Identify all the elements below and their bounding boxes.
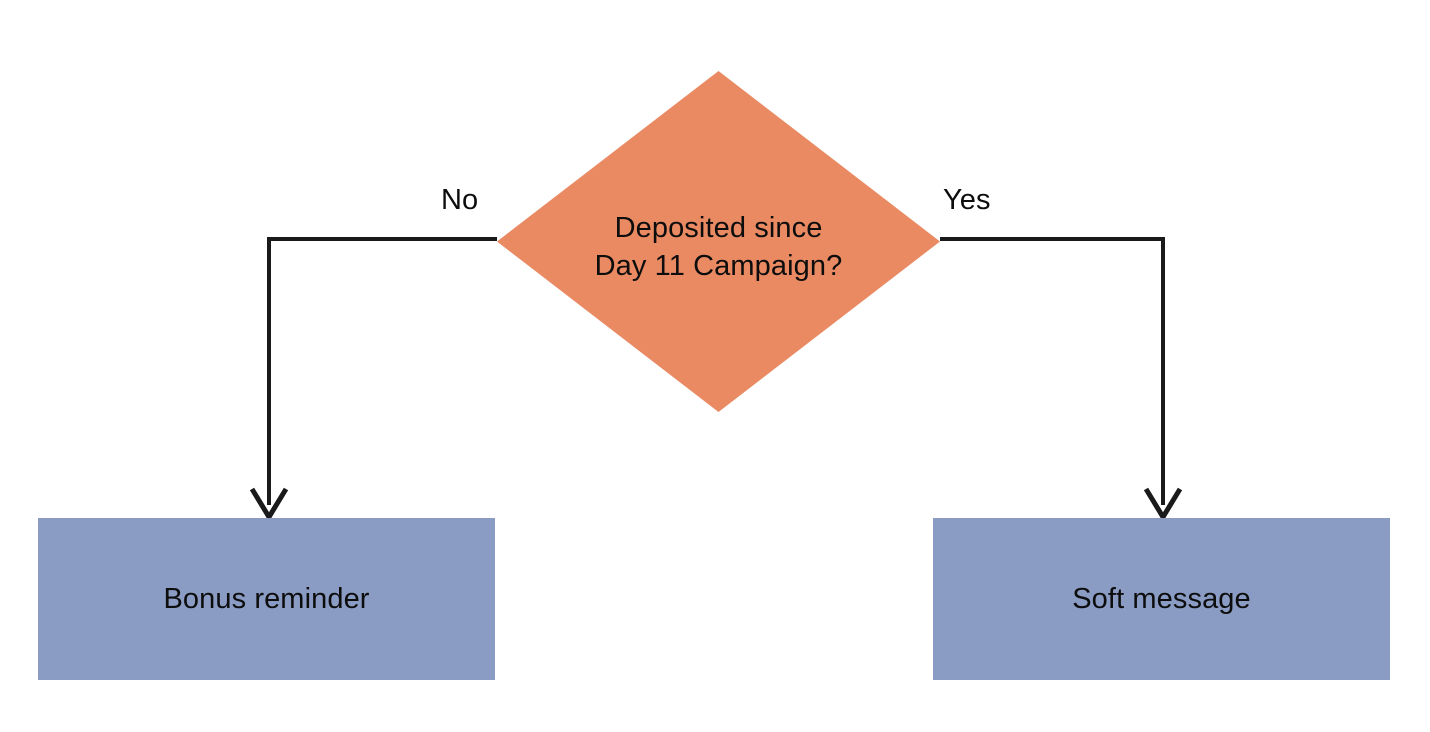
process-node-soft-message[interactable]: Soft message	[933, 518, 1390, 680]
arrowhead-yes	[1143, 487, 1183, 522]
connector-no	[267, 237, 497, 505]
edge-label-no: No	[441, 184, 479, 216]
process-node-soft-message-label: Soft message	[1072, 582, 1251, 615]
edge-label-yes: Yes	[943, 184, 991, 216]
process-node-bonus-reminder-label: Bonus reminder	[163, 582, 370, 615]
process-node-bonus-reminder[interactable]: Bonus reminder	[38, 518, 495, 680]
decision-node-label: Deposited since Day 11 Campaign?	[594, 212, 843, 282]
connector-yes	[940, 237, 1165, 505]
arrowhead-no	[249, 487, 289, 522]
